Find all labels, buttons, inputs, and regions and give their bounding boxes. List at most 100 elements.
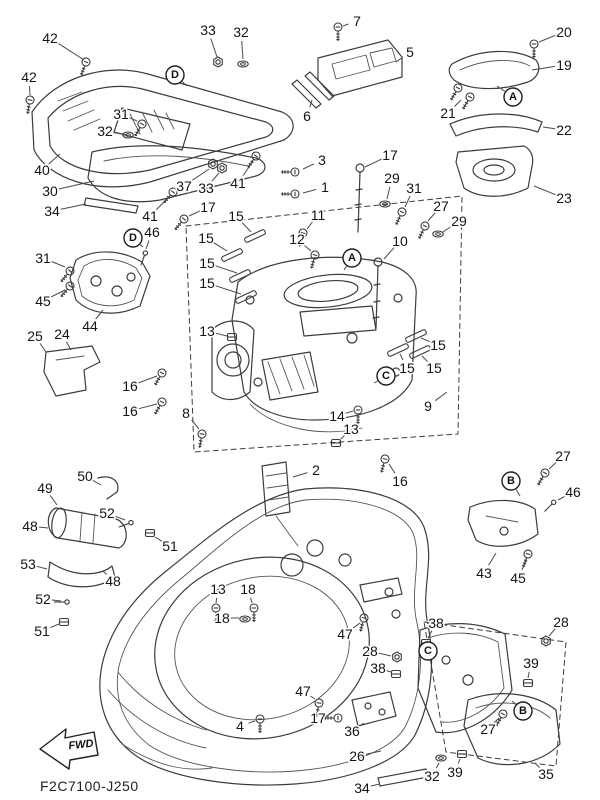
- leader-line: [138, 403, 158, 410]
- leader-line: [36, 565, 48, 570]
- screw-icon: [458, 90, 477, 112]
- leader-line: [306, 221, 313, 230]
- leader-line: [427, 212, 436, 222]
- leader-line: [50, 623, 60, 629]
- screw-icon: [249, 603, 259, 623]
- callout-16: 16: [122, 403, 138, 419]
- callout-32: 32: [233, 24, 249, 40]
- fwd-arrow-shape: [39, 728, 99, 770]
- leader-line: [435, 762, 440, 769]
- fwd-arrow: FWD: [39, 728, 99, 770]
- callout-38: 38: [428, 615, 444, 631]
- leader-line: [92, 479, 102, 486]
- screw-icon: [533, 466, 552, 488]
- console-dashed-box: [185, 195, 463, 453]
- leader-line: [191, 419, 200, 430]
- leader-line: [548, 628, 556, 637]
- rod-icon: [408, 344, 432, 360]
- leader-line: [340, 435, 345, 440]
- leader-line: [191, 168, 210, 182]
- callout-23: 23: [556, 190, 572, 206]
- callout-46: 46: [144, 224, 160, 240]
- callout-53: 53: [20, 556, 36, 572]
- callout-38: 38: [370, 660, 386, 676]
- leader-line: [241, 222, 252, 233]
- callout-27: 27: [555, 448, 571, 464]
- leader-line: [420, 337, 430, 343]
- leader-line: [138, 375, 158, 384]
- callout-20: 20: [556, 24, 572, 40]
- washer-icon: [435, 754, 447, 762]
- bracket-43: [467, 499, 539, 547]
- nut-icon: [213, 56, 223, 68]
- leader-line: [129, 117, 138, 122]
- leader-line: [58, 180, 95, 190]
- leader-line: [364, 158, 383, 168]
- callout-17: 17: [200, 199, 216, 215]
- strap-53: [47, 561, 116, 588]
- console-side-bracket: [211, 320, 255, 401]
- ref-letter-circle: [418, 641, 438, 661]
- holder-49: [47, 507, 127, 549]
- leader-line: [145, 240, 150, 250]
- leader-line: [215, 265, 238, 274]
- leader-line: [60, 203, 87, 210]
- leader-line: [511, 700, 516, 705]
- callout-1: 1: [321, 179, 329, 195]
- fwd-label: FWD: [68, 738, 94, 753]
- leader-line: [182, 81, 188, 87]
- leader-line: [303, 244, 312, 252]
- leader-line: [434, 391, 448, 402]
- clip-icon: [330, 438, 342, 448]
- callout-15: 15: [399, 360, 415, 376]
- callout-37: 37: [176, 178, 192, 194]
- plate-2: [261, 461, 291, 517]
- callout-36: 36: [344, 723, 360, 739]
- strip-34-bottom: [377, 768, 429, 787]
- callout-19: 19: [556, 57, 572, 73]
- callout-33: 33: [200, 22, 216, 38]
- callout-28: 28: [553, 614, 569, 630]
- callout-33: 33: [198, 180, 214, 196]
- leader-line: [557, 495, 566, 501]
- leader-line: [215, 285, 242, 295]
- callout-25: 25: [27, 328, 43, 344]
- panel-35: [463, 693, 561, 766]
- leader-line: [378, 652, 392, 657]
- callout-18: 18: [214, 610, 230, 626]
- strap-50: [97, 476, 119, 500]
- leader-line: [538, 34, 556, 43]
- screw-icon: [255, 714, 265, 734]
- leader-line: [399, 353, 404, 361]
- callout-6: 6: [303, 108, 311, 124]
- callout-31: 31: [35, 250, 51, 266]
- leader-line: [533, 185, 556, 196]
- callout-51: 51: [162, 538, 178, 554]
- leader-line: [113, 132, 123, 135]
- leader-line: [395, 56, 403, 63]
- callout-27: 27: [433, 198, 449, 214]
- callout-4: 4: [236, 718, 244, 734]
- callout-48: 48: [22, 518, 38, 534]
- callout-45: 45: [510, 570, 526, 586]
- clip-icon: [522, 678, 534, 688]
- callout-52: 52: [35, 591, 51, 607]
- callout-32: 32: [97, 123, 113, 139]
- pad-22: [449, 113, 543, 137]
- screw-icon: [195, 428, 208, 450]
- leader-line: [515, 489, 521, 497]
- washer-icon: [432, 230, 444, 238]
- callout-21: 21: [440, 105, 456, 121]
- clip-icon: [58, 617, 70, 627]
- bracket-36: [351, 691, 397, 727]
- clip-icon: [390, 669, 402, 679]
- ref-letter-A: A: [509, 91, 517, 103]
- callout-45: 45: [35, 293, 51, 309]
- leader-line: [248, 720, 256, 724]
- ref-letter-circle: [513, 701, 533, 721]
- leader-line: [383, 247, 395, 260]
- callout-7: 7: [353, 13, 361, 29]
- leader-line: [302, 188, 317, 194]
